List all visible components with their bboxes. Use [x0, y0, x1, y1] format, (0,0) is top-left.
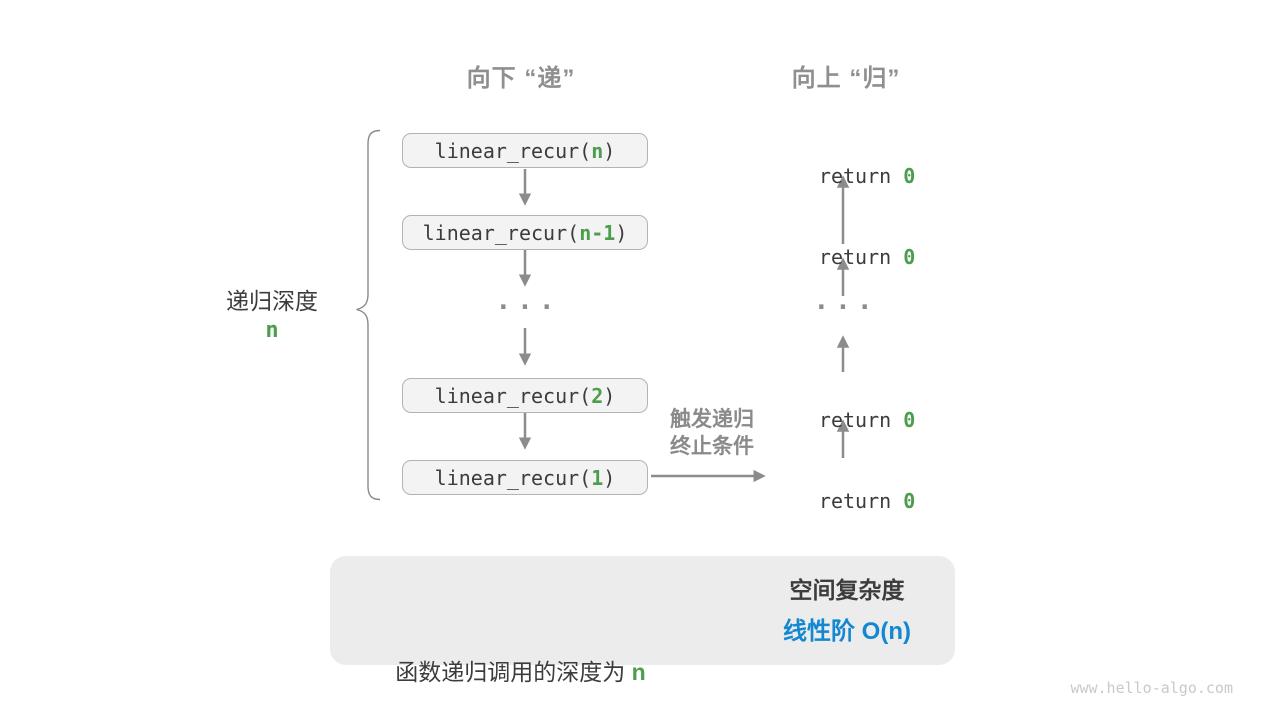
call-box-n-1: linear_recur(n-1): [402, 215, 648, 250]
call-box-n: linear_recur(n): [402, 133, 648, 168]
summary-conclusion: 空间复杂度 线性阶 O(n): [756, 570, 938, 652]
call-arg: 2: [591, 383, 604, 408]
depth-label: 递归深度: [226, 288, 318, 314]
summary-description: 函数递归调用的深度为 n 共使用 O(n) 的栈帧空间: [348, 570, 693, 720]
header-downward-recurse: 向下 “递”: [466, 65, 576, 92]
return-value: 0: [903, 164, 916, 188]
return-keyword: return: [818, 489, 904, 513]
summary-line1-text: 函数递归调用的深度为: [395, 659, 632, 685]
space-complexity-title: 空间复杂度: [789, 577, 905, 603]
call-arg: n: [591, 138, 604, 163]
return-ellipsis: ...: [813, 286, 879, 316]
call-text: ): [603, 138, 616, 163]
call-text: linear_recur(: [434, 138, 592, 163]
call-text: ): [615, 220, 628, 245]
return-keyword: return: [818, 408, 904, 432]
return-keyword: return: [818, 164, 904, 188]
call-ellipsis: ...: [495, 286, 561, 316]
call-arg: n-1: [579, 220, 616, 245]
return-statement: return 0: [763, 462, 923, 513]
summary-line1: 函数递归调用的深度为 n: [348, 652, 693, 693]
call-text: ): [603, 383, 616, 408]
header-upward-return: 向上 “归”: [791, 65, 901, 92]
trigger-line1: 触发递归: [670, 408, 754, 431]
return-value: 0: [903, 489, 916, 513]
return-value: 0: [903, 408, 916, 432]
call-text: linear_recur(: [434, 383, 592, 408]
depth-value: n: [265, 318, 279, 343]
call-box-1: linear_recur(1): [402, 460, 648, 495]
summary-panel: [330, 556, 955, 665]
return-statement: return 0: [763, 218, 923, 269]
return-value: 0: [903, 245, 916, 269]
watermark: www.hello-algo.com: [1070, 679, 1233, 697]
space-complexity-value: 线性阶 O(n): [783, 618, 911, 645]
return-statement: return 0: [763, 137, 923, 188]
summary-line1-var: n: [631, 659, 646, 685]
trigger-line2: 终止条件: [670, 435, 754, 458]
call-text: ): [603, 465, 616, 490]
call-box-2: linear_recur(2): [402, 378, 648, 413]
return-statement: return 0: [763, 381, 923, 432]
trigger-condition-label: 触发递归 终止条件: [646, 406, 778, 460]
call-text: linear_recur(: [434, 465, 592, 490]
call-text: linear_recur(: [422, 220, 580, 245]
return-keyword: return: [818, 245, 904, 269]
call-arg: 1: [591, 465, 604, 490]
depth-brace: [356, 129, 381, 501]
